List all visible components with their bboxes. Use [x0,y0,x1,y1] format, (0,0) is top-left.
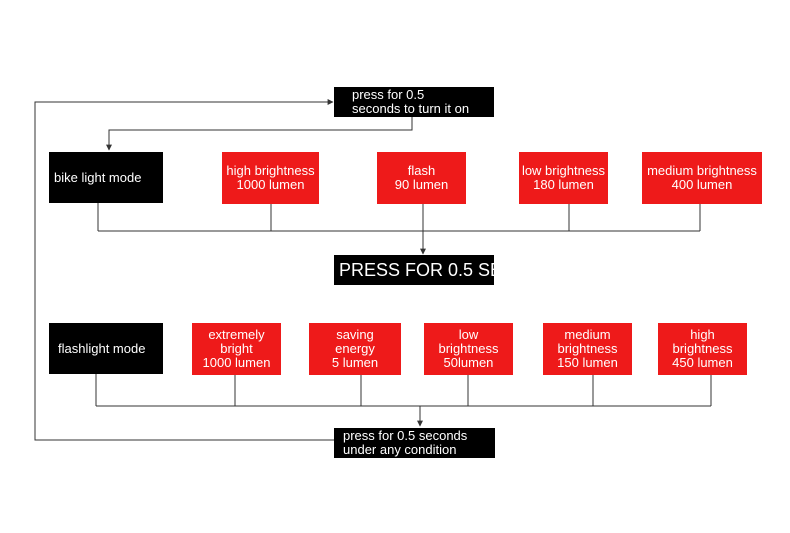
flash-low-brightness-box: low brightness 50lumen [424,323,513,375]
flash-extremely-bright-box: extremely bright 1000 lumen [192,323,281,375]
bike-medium-brightness-box: medium brightness 400 lumen [642,152,762,204]
bike-flash-box: flash 90 lumen [377,152,466,204]
bike-low-brightness-box: low brightness 180 lumen [519,152,608,204]
bike-high-brightness-box: high brightness 1000 lumen [222,152,319,204]
connector-top-to-bike [106,117,413,151]
turn-on-instruction-box: press for 0.5 seconds to turn it on [334,87,494,117]
bike-light-mode-box: bike light mode [49,152,163,203]
flashlight-mode-box: flashlight mode [49,323,163,374]
switch-mode-banner: PRESS FOR 0.5 SECONDS TO SWITCH MODES [334,255,494,285]
switch-mode-banner-text: PRESS FOR 0.5 SECONDS TO SWITCH MODES [339,260,494,280]
flash-saving-energy-box: saving energy 5 lumen [309,323,401,375]
loop-back-line [34,99,334,441]
any-condition-instruction-box: press for 0.5 seconds under any conditio… [334,428,495,458]
flash-medium-brightness-box: medium brightness 150 lumen [543,323,632,375]
flash-high-brightness-box: high brightness 450 lumen [658,323,747,375]
